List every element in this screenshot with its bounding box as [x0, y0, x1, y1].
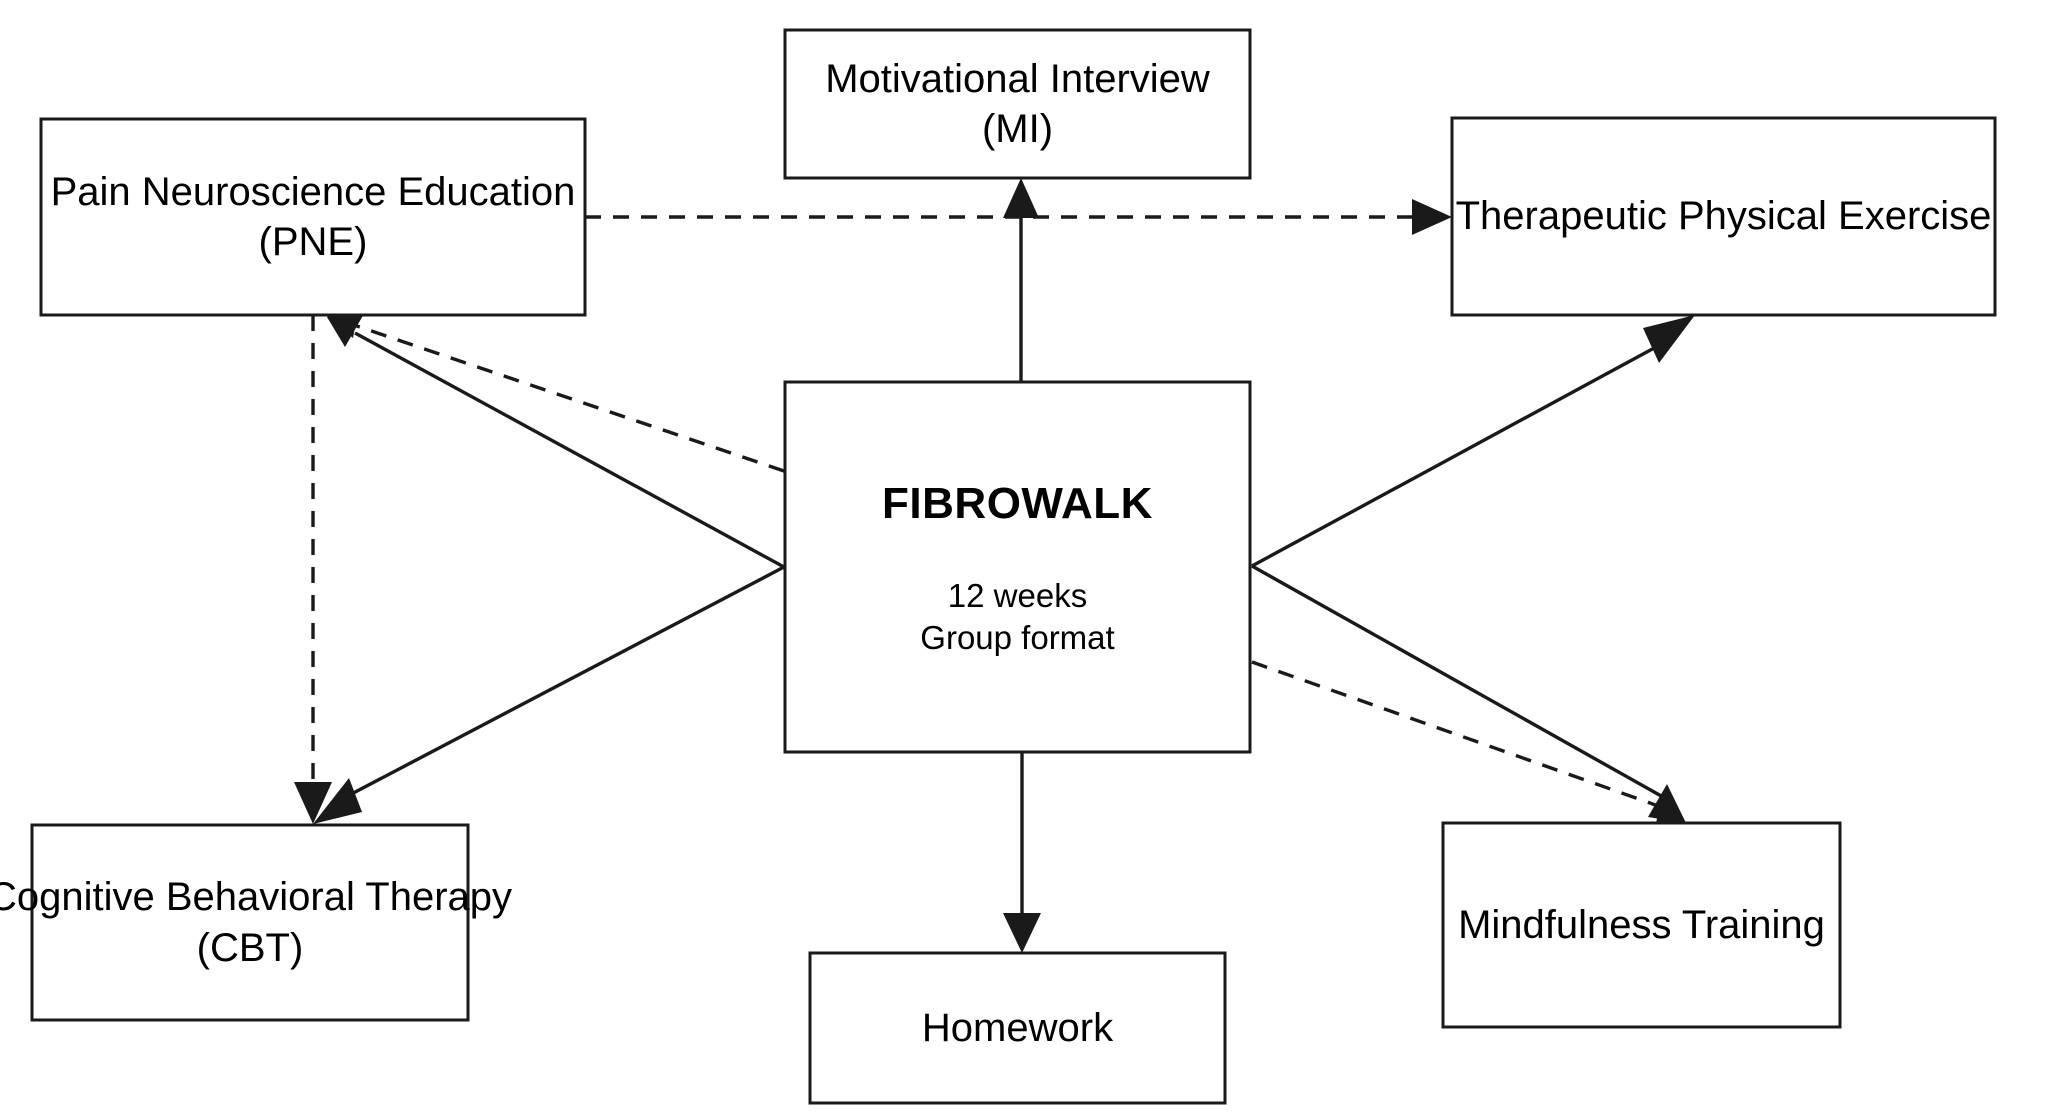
- edge-fibrowalk-to-cbt-solid: [313, 565, 785, 824]
- box-homework[interactable]: [808, 951, 1227, 1105]
- edge-pne-to-cbt-dashed: [294, 315, 332, 824]
- box-therapeutic-physical-exercise[interactable]: [1450, 116, 1997, 317]
- edge-fibrowalk-to-mindfulness-solid: [1251, 564, 1686, 823]
- box-pain-neuroscience-education[interactable]: [39, 117, 587, 317]
- edge-fibrowalk-to-pne-dashed: [327, 300, 785, 473]
- box-mindfulness-training[interactable]: [1441, 821, 1842, 1029]
- edge-fibrowalk-to-homework: [1003, 752, 1041, 953]
- edge-pne-to-therapeutic-exercise: [585, 199, 1452, 235]
- edge-fibrowalk-to-pne-solid: [327, 312, 785, 569]
- box-cognitive-behavioral-therapy[interactable]: [30, 823, 470, 1022]
- box-fibrowalk[interactable]: [783, 380, 1252, 754]
- box-motivational-interview[interactable]: [783, 28, 1252, 180]
- edge-fibrowalk-to-therapeutic-exercise-solid: [1251, 315, 1695, 568]
